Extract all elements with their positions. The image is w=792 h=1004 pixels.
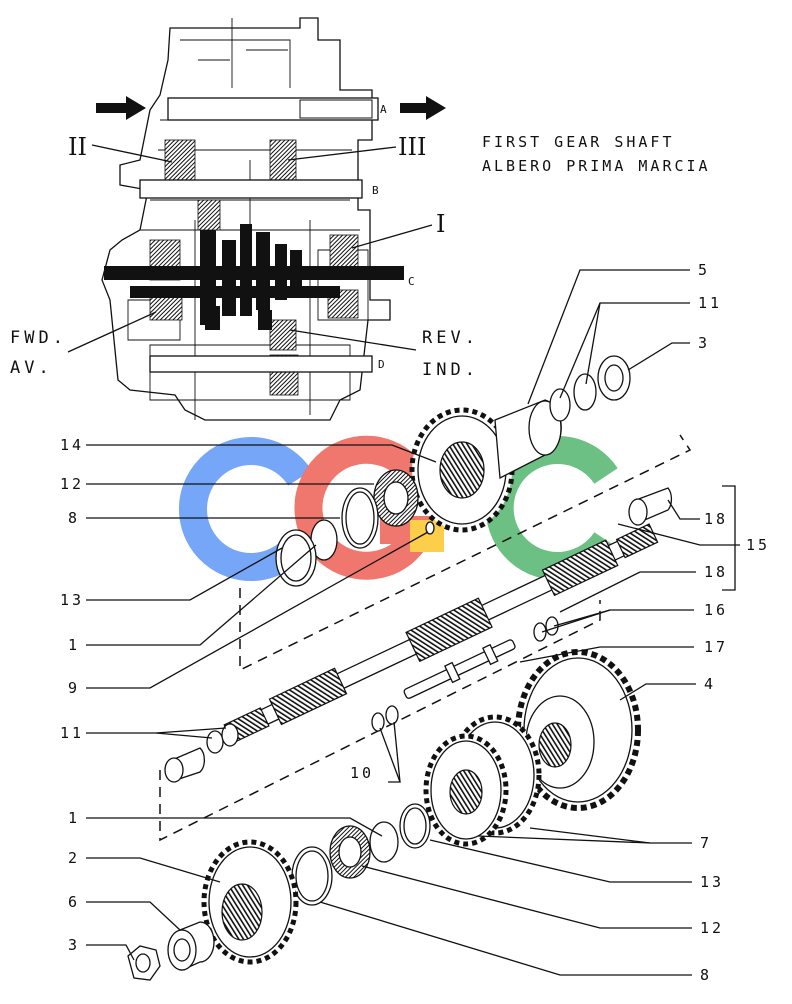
highlighted-first-gear-shaft xyxy=(104,224,404,330)
gear-2 xyxy=(201,839,299,965)
output-arrow-icon xyxy=(400,96,446,120)
transmission-section-overview: A B C D II III I FWD. AV. REV. IND. xyxy=(10,17,479,421)
callout-3-upper: 3 xyxy=(698,334,710,352)
callout-3-lower: 3 xyxy=(68,936,80,954)
callout-10: 10 xyxy=(350,764,374,782)
pin-1-top xyxy=(425,521,435,535)
bearing-12-lower xyxy=(329,825,371,879)
watermark-letter-c-blue xyxy=(178,437,312,581)
fwd-label: FWD. xyxy=(10,328,67,348)
sleeve-18-lower xyxy=(164,747,206,783)
spacer-6 xyxy=(167,921,215,971)
shaft-label-b: B xyxy=(372,184,379,197)
caption-english: FIRST GEAR SHAFT xyxy=(482,133,675,151)
inner-pin-shaft-17 xyxy=(403,639,516,699)
rev-label: REV. xyxy=(422,328,479,348)
gear-5 xyxy=(409,399,562,533)
callout-11: 11 xyxy=(60,724,84,742)
gear-7 xyxy=(423,714,542,847)
ring-16-a xyxy=(533,622,547,642)
watermark-letter-g-red xyxy=(294,435,442,580)
ring-10-b xyxy=(385,705,399,725)
section-label-ii: II xyxy=(68,133,87,161)
callout-18-lower: 18 xyxy=(704,563,728,581)
callout-16: 16 xyxy=(704,601,728,619)
callout-12: 12 xyxy=(60,475,84,493)
nut-3-lower xyxy=(127,945,161,981)
callout-2: 2 xyxy=(68,849,80,867)
callout-5: 5 xyxy=(698,261,710,279)
ring-11-c xyxy=(206,730,224,754)
gear-4 xyxy=(515,649,641,811)
sleeve-18-top xyxy=(628,487,673,526)
ring-16-b xyxy=(545,616,559,636)
callout-7: 7 xyxy=(700,834,712,852)
rev-label-italian: IND. xyxy=(422,360,479,380)
ring-1-lower xyxy=(369,821,399,863)
callout-13-lower: 13 xyxy=(700,873,724,891)
ring-11-d xyxy=(221,723,239,747)
ring-11-b xyxy=(573,373,597,411)
bearing-cone-3-top xyxy=(597,355,631,401)
input-arrow-icon xyxy=(96,96,146,120)
fwd-label-italian: AV. xyxy=(10,358,53,378)
callout-11-upper: 11 xyxy=(698,294,722,312)
callout-6: 6 xyxy=(68,893,80,911)
callout-8-lower: 8 xyxy=(700,966,712,984)
callout-1: 1 xyxy=(68,636,80,654)
shaft-label-c: C xyxy=(408,275,415,288)
callout-15: 15 xyxy=(746,536,770,554)
bracket-15 xyxy=(722,485,736,591)
callout-13: 13 xyxy=(60,591,84,609)
callout-1-lower: 1 xyxy=(68,809,80,827)
callout-17: 17 xyxy=(704,638,728,656)
callout-18-upper: 18 xyxy=(704,510,728,528)
callout-14: 14 xyxy=(60,436,84,454)
ring-10-a xyxy=(371,712,385,732)
first-gear-shaft xyxy=(223,523,659,744)
callout-leaders xyxy=(86,269,740,976)
section-label-iii: III xyxy=(398,133,426,161)
caption-italian: ALBERO PRIMA MARCIA xyxy=(482,157,711,175)
callout-4: 4 xyxy=(704,675,716,693)
bearing-12-top xyxy=(373,469,419,527)
callout-9: 9 xyxy=(68,679,80,697)
shaft-label-a: A xyxy=(380,103,387,116)
callout-8: 8 xyxy=(68,509,80,527)
section-label-i: I xyxy=(436,210,445,238)
assembly-guide-upper xyxy=(239,434,692,672)
ring-11-a xyxy=(549,388,571,422)
callout-12-lower: 12 xyxy=(700,919,724,937)
callout-numbers: 14 12 8 13 1 9 11 10 1 2 6 3 5 11 3 18 1… xyxy=(60,261,770,984)
shaft-label-d: D xyxy=(378,358,385,371)
